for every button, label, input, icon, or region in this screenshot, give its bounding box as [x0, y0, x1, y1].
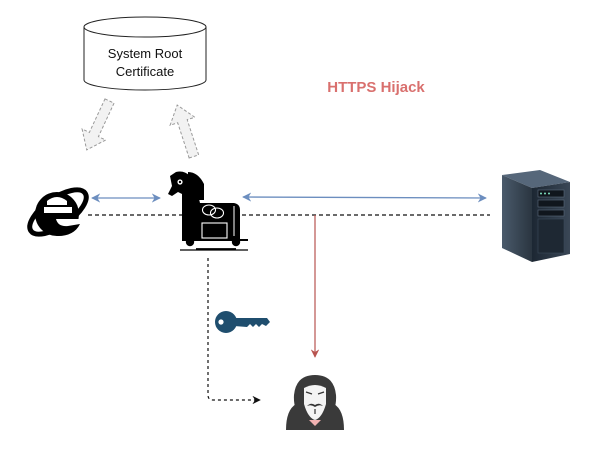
trojan-horse-icon [168, 171, 248, 251]
system-root-certificate-store: System Root Certificate [83, 16, 207, 91]
trojan-to-cert-block-arrow [169, 104, 200, 159]
trojan-server-arrow [242, 192, 487, 203]
anonymous-hacker-icon [286, 375, 344, 430]
cert-store-label-line2: Certificate [116, 64, 175, 79]
internet-explorer-icon [27, 187, 89, 237]
cert-to-browser-block-arrow [81, 98, 115, 151]
server-tower-icon [502, 170, 570, 262]
cert-store-label-line1: System Root [108, 46, 183, 61]
diagram-title: HTTPS Hijack [327, 79, 425, 96]
key-icon [215, 311, 270, 333]
key-leak-arrow [207, 258, 261, 405]
